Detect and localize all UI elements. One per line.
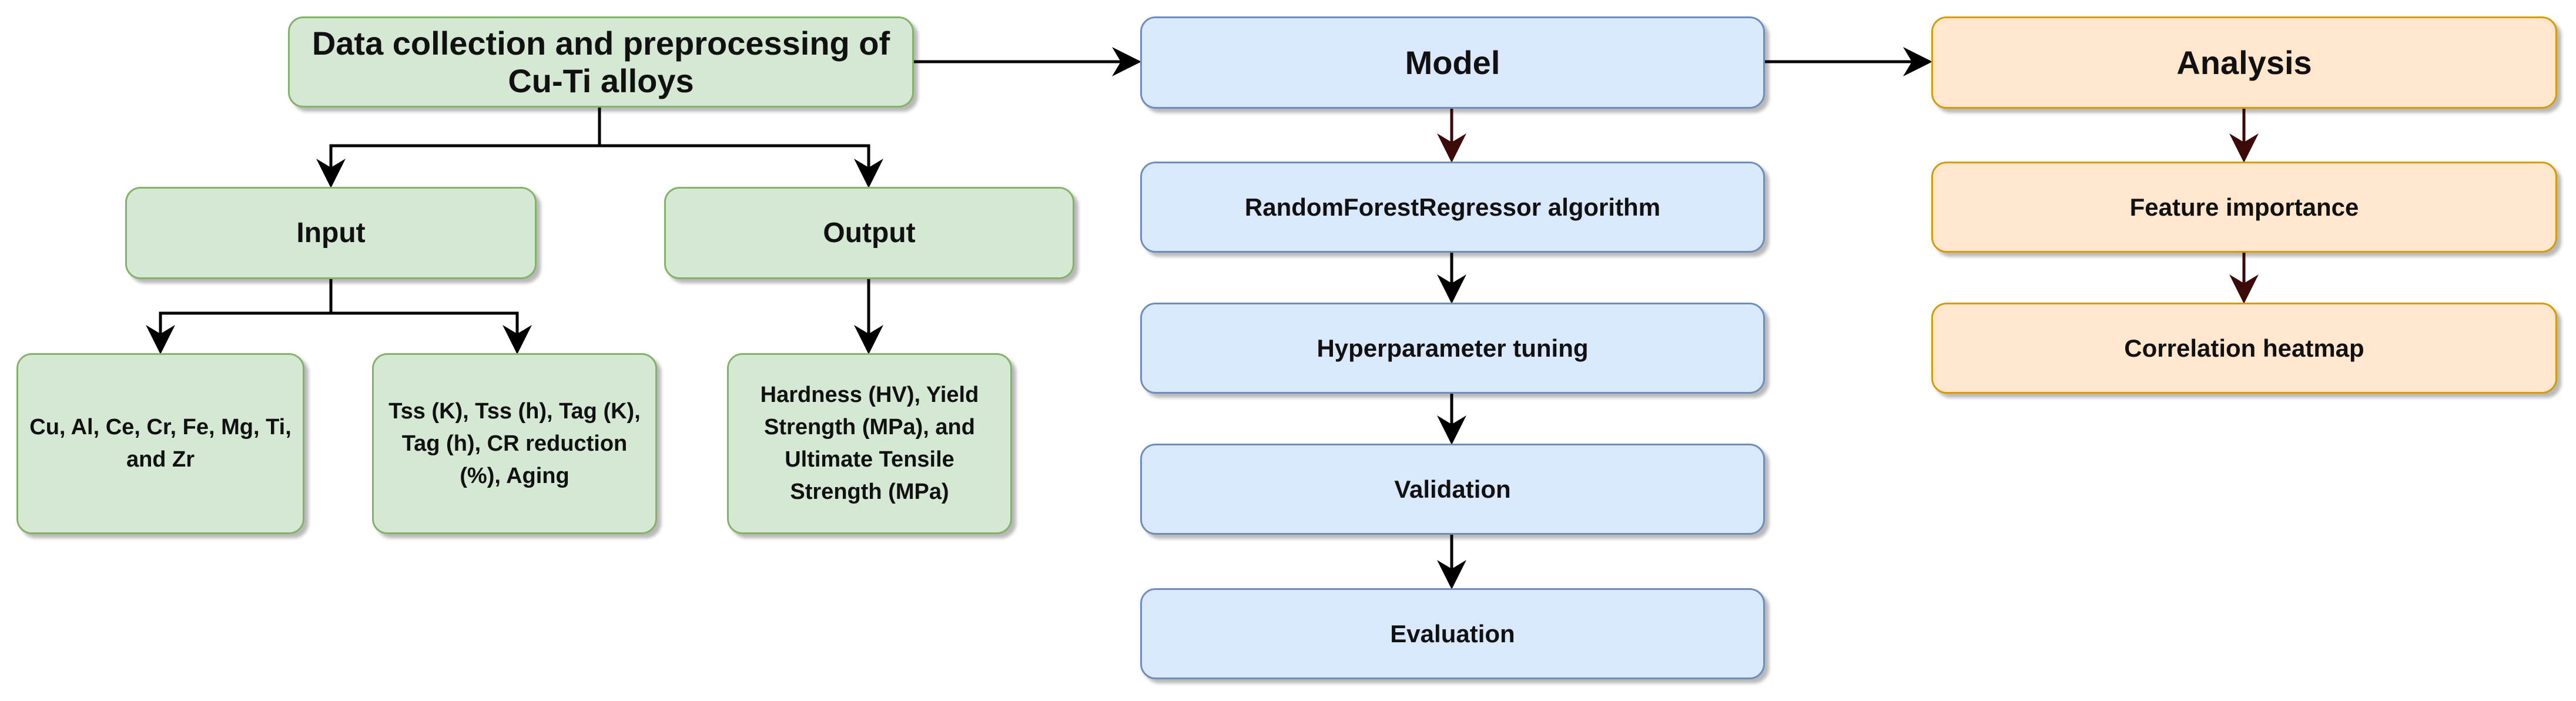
- input-label: Input: [296, 217, 366, 249]
- analysis-box: Analysis: [1931, 16, 2557, 109]
- evaluation-box: Evaluation: [1140, 588, 1765, 679]
- process-params-box: Tss (K), Tss (h), Tag (K), Tag (h), CR r…: [372, 353, 657, 534]
- random-forest-box: RandomForestRegressor algorithm: [1140, 162, 1765, 253]
- arrow-data-to-input: [316, 108, 601, 188]
- correlation-heatmap-box: Correlation heatmap: [1931, 303, 2557, 394]
- hyperparameter-box: Hyperparameter tuning: [1140, 303, 1765, 394]
- arrow-input-to-process-params: [331, 311, 532, 354]
- output-label: Output: [823, 217, 916, 249]
- model-box: Model: [1140, 16, 1765, 109]
- arrow-data-to-output: [599, 144, 883, 188]
- output-box: Output: [664, 187, 1074, 279]
- validation-box: Validation: [1140, 444, 1765, 535]
- random-forest-label: RandomForestRegressor algorithm: [1244, 193, 1661, 221]
- feature-importance-box: Feature importance: [1931, 162, 2557, 253]
- elements-box: Cu, Al, Ce, Cr, Fe, Mg, Ti, and Zr: [16, 353, 304, 534]
- input-box: Input: [125, 187, 537, 279]
- elements-label: Cu, Al, Ce, Cr, Fe, Mg, Ti, and Zr: [29, 415, 292, 472]
- arrow-input-to-elements: [146, 279, 333, 354]
- model-label: Model: [1405, 43, 1500, 81]
- analysis-label: Analysis: [2176, 43, 2312, 81]
- process-params-label: Tss (K), Tss (h), Tag (K), Tag (h), CR r…: [388, 398, 641, 488]
- data-collection-label: Data collection and preprocessing of Cu-…: [311, 24, 890, 99]
- properties-box: Hardness (HV), Yield Strength (MPa), and…: [727, 353, 1012, 534]
- feature-importance-label: Feature importance: [2129, 193, 2359, 221]
- properties-label: Hardness (HV), Yield Strength (MPa), and…: [760, 383, 979, 504]
- validation-label: Validation: [1394, 475, 1511, 503]
- correlation-heatmap-label: Correlation heatmap: [2124, 334, 2364, 362]
- evaluation-label: Evaluation: [1390, 619, 1515, 648]
- data-collection-box: Data collection and preprocessing of Cu-…: [288, 16, 914, 108]
- hyperparameter-label: Hyperparameter tuning: [1317, 334, 1589, 362]
